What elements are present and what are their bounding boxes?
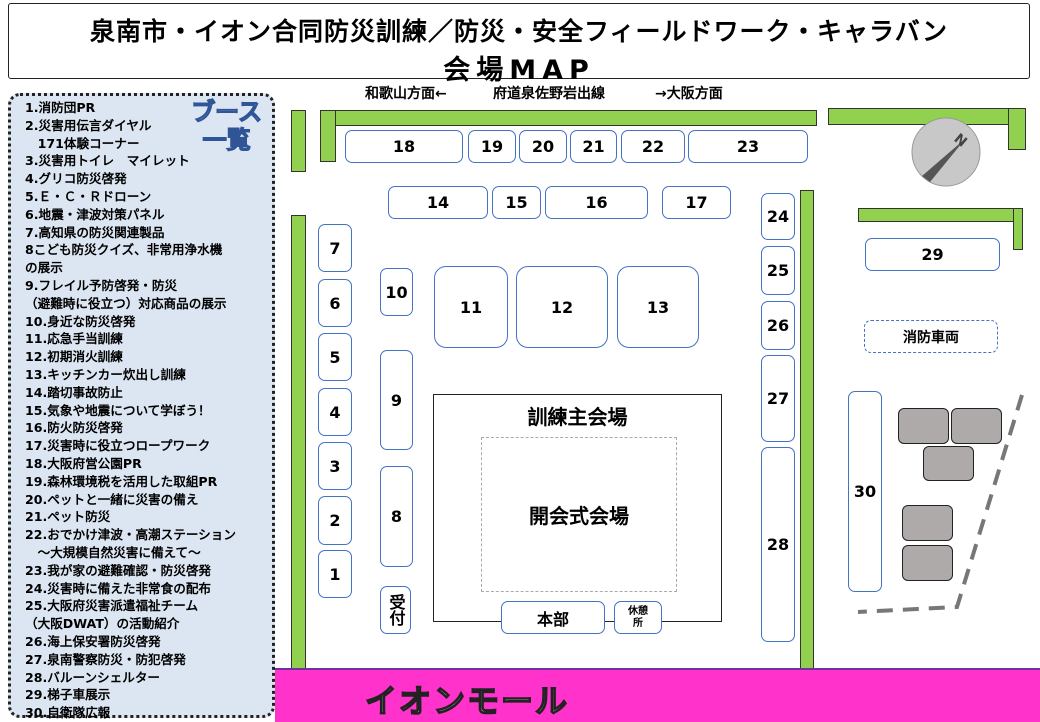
booth-list-item: 26.海上保安署防災啓発 [25, 633, 161, 649]
green-strip [800, 190, 814, 692]
booth-list-item: 19.森林環境税を活用した取組PR [25, 473, 218, 489]
booth-24[interactable]: 24 [761, 193, 795, 240]
booth-6[interactable]: 6 [318, 279, 352, 327]
green-strip [320, 110, 336, 162]
booth-4[interactable]: 4 [318, 388, 352, 436]
title-line2: 会場MAP [443, 55, 595, 86]
heading-2: 一覧 [202, 125, 251, 154]
booth-30[interactable]: 30 [848, 391, 882, 592]
vehicle-block [923, 446, 974, 481]
booth-12[interactable]: 12 [516, 266, 608, 348]
booth-list-item: 7.高知県の防災関連製品 [25, 224, 165, 240]
booth-15[interactable]: 15 [492, 186, 541, 219]
road-west: 和歌山方面← [365, 86, 447, 102]
booth-list-item: 17.災害時に役立つロープワーク [25, 438, 211, 454]
booth-list-panel: ブース一覧 1.消防団PR 2.災害用伝言ダイヤル 171体験コーナー 3.災害用ト… [8, 93, 275, 720]
road-name: 府道泉佐野岩出線 [493, 86, 605, 102]
booth-list-item: 24.災害時に備えた非常食の配布 [25, 580, 212, 596]
booth-list-item: の展示 [25, 260, 63, 276]
booth-26[interactable]: 26 [761, 301, 795, 350]
booth-29[interactable]: 29 [865, 238, 1000, 271]
booth-18[interactable]: 18 [345, 130, 463, 163]
booth-16[interactable]: 16 [545, 186, 648, 219]
booth-19[interactable]: 19 [468, 130, 516, 163]
booth-list-item: 2.災害用伝言ダイヤル [25, 117, 152, 133]
booth-list-item: 22.おでかけ津波・高潮ステーション [25, 527, 236, 543]
main-hall-label: 訓練主会場 [527, 405, 628, 429]
booth-21[interactable]: 21 [570, 130, 617, 163]
heading-1: ブース [191, 97, 263, 126]
booth-11[interactable]: 11 [434, 266, 508, 348]
booth-list-item: 30.自衛隊広報 [25, 705, 111, 721]
booth-list-item: 18.大阪府営公園PR [25, 455, 142, 471]
booth-5[interactable]: 5 [318, 333, 352, 381]
booth-list-item: 1.消防団PR [25, 100, 96, 115]
booth-list-item: 14.踏切事故防止 [25, 384, 123, 400]
green-strip [858, 208, 1022, 222]
booth-1[interactable]: 1 [318, 550, 352, 598]
boundary-dashed-line [857, 394, 1024, 614]
booth-list-item: （避難時に役立つ）対応商品の展示 [25, 295, 227, 311]
reception-booth[interactable]: 受付 [380, 586, 411, 634]
aeon-mall-bar: イオンモール [275, 668, 1040, 722]
booth-17[interactable]: 17 [662, 186, 731, 219]
booth-list-item: 28.バルーンシェルター [25, 669, 161, 685]
vehicle-block [951, 408, 1002, 444]
booth-list-item: 16.防火防災啓発 [25, 420, 123, 436]
booth-13[interactable]: 13 [617, 266, 699, 348]
booth-list-item: 6.地震・津波対策パネル [25, 206, 165, 222]
booth-10[interactable]: 10 [380, 268, 413, 316]
booth-list-item: 12.初期消火訓練 [25, 349, 123, 365]
vehicle-block [902, 545, 953, 581]
booth-list-item: ～大規模自然災害に備えて～ [25, 544, 201, 560]
booth-list-item: 21.ペット防災 [25, 509, 111, 525]
title-line1: 泉南市・イオン合同防災訓練／防災・安全フィールドワーク・キャラバン [89, 17, 948, 46]
booth-9[interactable]: 9 [380, 350, 413, 450]
vehicle-block [898, 408, 949, 444]
booth-list-item: 3.災害用トイレ マイレット [25, 153, 190, 169]
booth-list-heading: ブース一覧 [191, 97, 263, 154]
booth-list-item: 5.Ｅ・Ｃ・Ｒドローン [25, 188, 152, 204]
booth-3[interactable]: 3 [318, 442, 352, 490]
road-east: →大阪方面 [655, 86, 723, 102]
mall-label: イオンモール [364, 681, 570, 721]
booth-list-item: （大阪DWAT）の活動紹介 [25, 616, 180, 632]
booth-list-item: 23.我が家の避難確認・防災啓発 [25, 562, 212, 578]
booth-list-item: 10.身近な防災啓発 [25, 313, 136, 329]
booth-23[interactable]: 23 [688, 130, 808, 163]
booth-14[interactable]: 14 [388, 186, 488, 219]
booth-25[interactable]: 25 [761, 246, 795, 295]
booth-22[interactable]: 22 [621, 130, 685, 163]
green-strip [291, 215, 306, 692]
main-training-hall: 訓練主会場 開会式会場 [433, 394, 722, 622]
green-strip [1013, 208, 1023, 250]
vehicle-block [902, 505, 953, 541]
title-banner: 泉南市・イオン合同防災訓練／防災・安全フィールドワーク・キャラバン 会場MAP [8, 3, 1030, 86]
green-strip [291, 110, 306, 172]
booth-list-item: 11.応急手当訓練 [25, 331, 123, 347]
booth-list-item: 27.泉南警察防災・防犯啓発 [25, 651, 186, 667]
booth-list-item: 20.ペットと一緒に災害の備え [25, 491, 199, 507]
rest-area-booth[interactable]: 休憩所 [614, 601, 662, 634]
booth-8[interactable]: 8 [380, 466, 413, 567]
booth-list-item: 9.フレイル予防啓発・防災 [25, 277, 178, 293]
booth-list-item: 29.梯子車展示 [25, 687, 111, 703]
fire-vehicles-area[interactable]: 消防車両 [864, 320, 998, 353]
green-strip [1008, 108, 1026, 150]
green-strip [320, 110, 817, 126]
booth-list-item: 4.グリコ防災啓発 [25, 171, 127, 187]
booth-2[interactable]: 2 [318, 496, 352, 545]
booth-list-item: 171体験コーナー [25, 135, 140, 151]
compass-icon: N [911, 117, 981, 187]
headquarters-booth[interactable]: 本部 [501, 601, 605, 634]
booth-list-item: 13.キッチンカー炊出し訓練 [25, 366, 186, 382]
booth-7[interactable]: 7 [318, 224, 352, 272]
booth-20[interactable]: 20 [519, 130, 567, 163]
booth-list-item: 15.気象や地震について学ぼう！ [25, 402, 211, 418]
booth-list-item: 8こども防災クイズ、非常用浄水機 [25, 242, 223, 258]
ceremony-area: 開会式会場 [481, 437, 677, 592]
booth-list-item: 25.大阪府災害派遣福祉チーム [25, 598, 199, 614]
booth-28[interactable]: 28 [761, 447, 795, 642]
booth-27[interactable]: 27 [761, 355, 795, 442]
